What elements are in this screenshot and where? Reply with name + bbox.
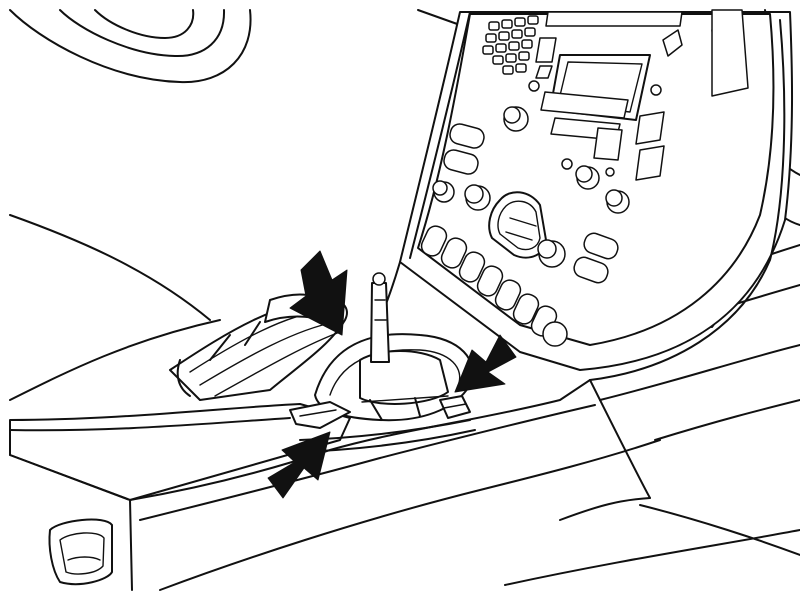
indicator-arrows [267,250,517,499]
keypad [482,15,539,75]
console-lid [9,379,661,591]
control-panel [417,9,775,347]
arrow-right-icon [454,334,517,393]
gear-selector [289,272,476,453]
climate-buttons [432,123,630,284]
function-keys [420,225,568,347]
radio-unit [503,9,749,181]
steering-wheel [9,9,252,84]
arrow-top-left-icon [289,250,348,336]
arrow-bottom-left-icon [267,431,331,499]
